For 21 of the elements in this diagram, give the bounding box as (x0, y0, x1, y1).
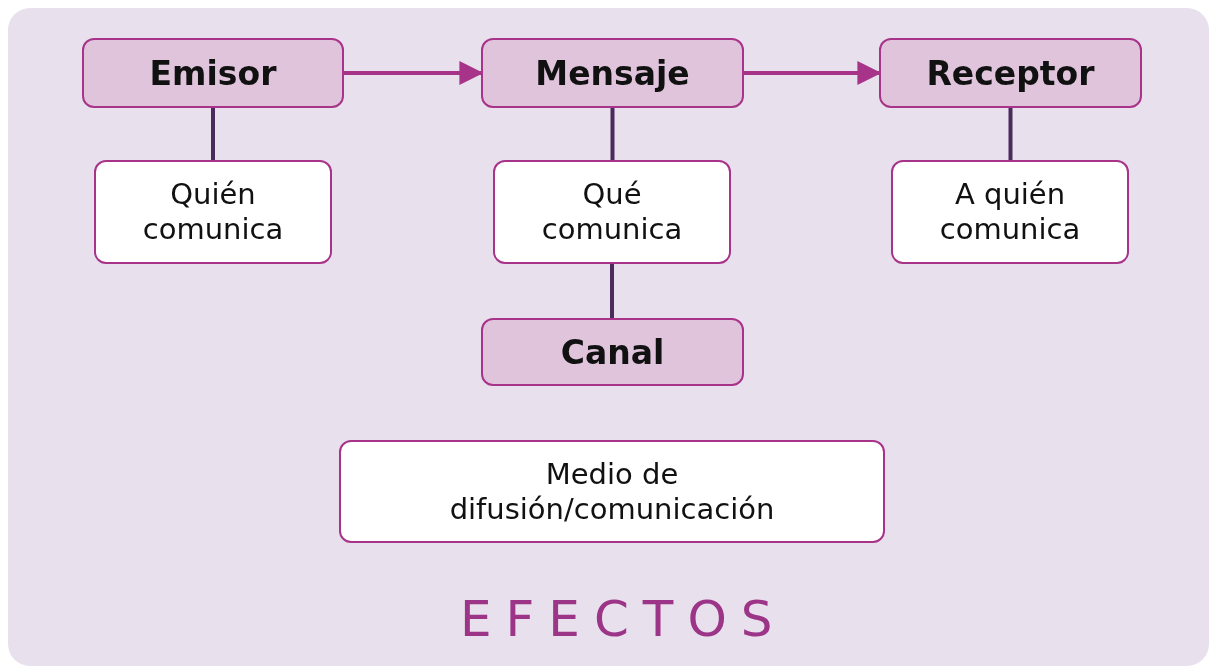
title-box (481, 318, 744, 386)
connector-line (610, 264, 614, 318)
title-box (879, 38, 1142, 108)
box-text: Medio de difusión/comunicación (448, 456, 776, 527)
box-text: A quién comunica (938, 177, 1082, 247)
connector-line (610, 108, 615, 160)
description-box (891, 160, 1129, 264)
connector-line (211, 108, 215, 160)
box-title: Canal (560, 332, 665, 372)
footer-label: EFECTOS (460, 590, 787, 648)
box-text: Qué comunica (540, 177, 684, 247)
box-title: Mensaje (535, 53, 690, 93)
box-title: Receptor (926, 53, 1095, 93)
connector-line (1008, 108, 1013, 160)
description-box (94, 160, 332, 264)
box-title: Emisor (149, 53, 277, 93)
description-box (493, 160, 731, 264)
description-box (339, 440, 885, 543)
title-box (82, 38, 344, 108)
title-box (481, 38, 744, 108)
box-text: Quién comunica (141, 177, 285, 247)
